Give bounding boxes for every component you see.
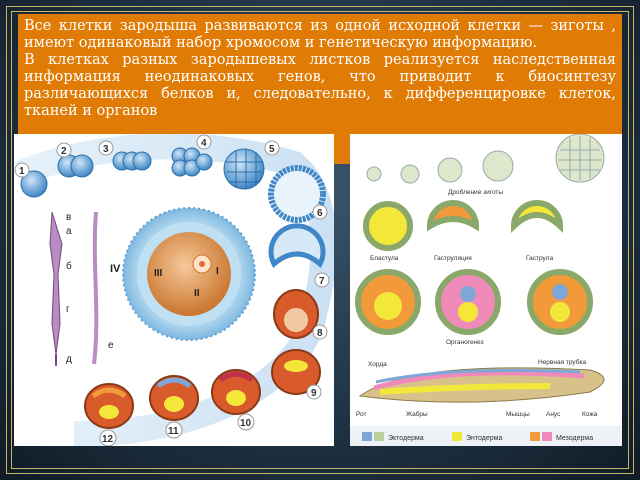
inner-frame <box>11 11 629 469</box>
right-embryo-figure: Дробление зиготы Бластула Гаструляция Га… <box>350 133 622 446</box>
eight-cell-stage <box>171 147 213 177</box>
sperm-label-g: г <box>66 304 70 315</box>
sperm-label-v: в <box>66 212 71 223</box>
stage-number-3: 3 <box>103 144 109 155</box>
egg-label-ii: II <box>194 288 200 299</box>
organogenesis-stage-11 <box>149 375 199 421</box>
blastula-stage <box>268 165 326 223</box>
label-cleavage: Дробление зиготы <box>448 188 503 196</box>
legend-mesoderm: Мезодерма <box>556 435 593 442</box>
morula-stage <box>223 148 265 190</box>
egg-label-iv: IV <box>110 263 121 275</box>
stage-number-5: 5 <box>269 144 275 155</box>
stage-number-10: 10 <box>240 418 252 429</box>
stage-number-7: 7 <box>319 276 325 287</box>
outer-frame <box>6 6 634 474</box>
development-stages-illustration: в а б г д IV III I II е 1 2 3 4 5 <box>14 133 337 447</box>
legend-endoderm: Энтодерма <box>466 435 502 442</box>
egg-label-i: I <box>216 266 219 277</box>
organogenesis-stage-12 <box>84 383 134 429</box>
two-cell-stage <box>57 154 94 178</box>
label-muscles: Мышцы <box>506 411 530 418</box>
stage-number-6: 6 <box>317 208 323 219</box>
stage-number-4: 4 <box>201 138 207 149</box>
paragraph-zygote: Все клетки зародыша развиваются из одной… <box>24 18 616 51</box>
egg-cell-diagram <box>122 207 256 341</box>
germ-layer-legend: Эктодерма Энтодерма Мезодерма <box>350 426 622 446</box>
label-mouth: Рот <box>356 411 367 418</box>
germ-layers-illustration: Дробление зиготы Бластула Гаструляция Га… <box>350 133 622 446</box>
label-gastrulation: Гаструляция <box>434 255 472 262</box>
neurula-stage-8 <box>273 289 319 339</box>
left-embryo-figure: в а б г д IV III I II е 1 2 3 4 5 <box>14 133 337 447</box>
label-neural-tube: Нервная трубка <box>538 358 586 366</box>
label-skin: Кожа <box>582 411 598 418</box>
neurula-stage-9 <box>271 349 321 395</box>
label-gastrula: Гаструла <box>526 255 553 262</box>
legend-ectoderm: Эктодерма <box>388 435 424 442</box>
sperm-cell-diagram <box>49 211 99 366</box>
stage-number-1: 1 <box>19 166 25 177</box>
label-gills: Жабры <box>406 410 428 418</box>
paragraph-differentiation: В клетках разных зародышевых листков реа… <box>24 52 616 119</box>
stage-number-12: 12 <box>102 434 114 445</box>
label-organogenesis: Органогенез <box>446 339 484 346</box>
organogenesis-stage-10 <box>211 369 261 415</box>
stage-number-11: 11 <box>168 426 179 437</box>
egg-label-iii: III <box>154 268 163 279</box>
stage-number-9: 9 <box>311 388 317 399</box>
sperm-label-b: б <box>66 260 72 272</box>
cleavage-row <box>366 133 605 184</box>
sperm-label-d: д <box>66 354 72 365</box>
stage-number-2: 2 <box>61 146 67 157</box>
larva-section <box>358 367 605 403</box>
blastula-row <box>363 200 564 251</box>
sperm-label-a: а <box>66 226 72 237</box>
label-anus: Анус <box>546 411 561 418</box>
egg-label-e: е <box>108 340 114 351</box>
stage-number-8: 8 <box>317 328 323 339</box>
organogenesis-row <box>355 269 593 335</box>
four-cell-stage <box>112 151 152 171</box>
gastrula-stage <box>268 223 326 268</box>
label-notochord: Хорда <box>368 361 387 368</box>
label-blastula: Бластула <box>370 255 399 262</box>
